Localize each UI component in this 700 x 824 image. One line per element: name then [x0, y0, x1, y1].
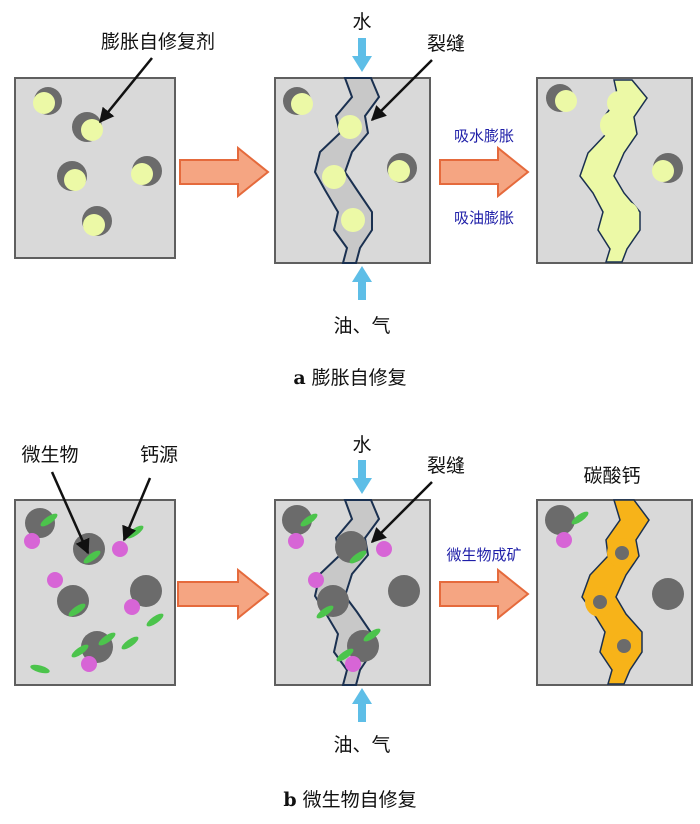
- caption-text: 微生物自修复: [297, 789, 417, 811]
- oil-gas-label: 油、气: [333, 734, 390, 756]
- panel-b: 微生物 钙源 水 裂缝 微生物成矿 碳酸钙 油、气 b 微生物自修复: [14, 434, 693, 811]
- calcium-source-label: 钙源: [140, 444, 178, 466]
- swelling-agent-particles: [283, 87, 417, 232]
- microbes: [300, 513, 381, 662]
- water-flow-arrow: [352, 38, 372, 72]
- block-b3: [536, 499, 693, 686]
- block-a1: [14, 77, 176, 259]
- calcium-sources: [24, 533, 140, 672]
- swollen-agent-particles: [546, 84, 683, 229]
- block-a2: [274, 77, 431, 264]
- block-a3: [536, 77, 693, 264]
- swelling-agent-particles: [33, 87, 162, 236]
- process-arrow-a1: [179, 145, 270, 199]
- caption-b: b 微生物自修复: [283, 789, 416, 811]
- process-arrow-b2: [439, 567, 530, 621]
- panel-a: 膨胀自修复剂 水 裂缝 吸水膨胀 吸油膨胀 油、气 a 膨胀自修复: [14, 11, 693, 389]
- calcium-sources: [288, 533, 392, 672]
- caption-text: 膨胀自修复: [306, 367, 407, 389]
- crack-label: 裂缝: [427, 455, 465, 477]
- crack-pointer-arrow: [370, 59, 433, 122]
- caption-a: a 膨胀自修复: [293, 367, 406, 389]
- water-label: 水: [352, 434, 371, 456]
- calcium-carbonate-nodules: [585, 538, 639, 661]
- microbe-label: 微生物: [21, 444, 78, 466]
- oil-swell-label: 吸油膨胀: [454, 209, 514, 227]
- oil-gas-flow-arrow: [352, 266, 372, 300]
- water-swell-label: 吸水膨胀: [454, 127, 514, 145]
- crack-label: 裂缝: [427, 33, 465, 55]
- process-arrow-a2: [439, 145, 530, 199]
- microbes: [30, 513, 164, 674]
- block-b2: [274, 499, 431, 686]
- agent-pointer-arrow: [99, 57, 153, 124]
- mineralization-label: 微生物成矿: [446, 546, 521, 564]
- oil-gas-label: 油、气: [333, 315, 390, 337]
- calcium-carbonate-label: 碳酸钙: [583, 465, 640, 487]
- water-flow-arrow: [352, 460, 372, 494]
- embedded-spores: [545, 505, 684, 653]
- water-label: 水: [352, 11, 371, 33]
- caption-letter: a: [293, 367, 305, 389]
- calcium-pointer-arrow: [122, 477, 152, 542]
- block-b1: [14, 499, 176, 686]
- microbe: [571, 511, 589, 525]
- calcium-source: [556, 532, 572, 548]
- microbe-pointer-arrow: [50, 471, 90, 555]
- swelling-agent-label: 膨胀自修复剂: [101, 31, 215, 53]
- crack-pointer-arrow: [370, 481, 433, 544]
- bacteria-spores: [282, 505, 420, 662]
- process-arrow-b1: [177, 567, 270, 621]
- oil-gas-flow-arrow: [352, 688, 372, 722]
- caption-letter: b: [283, 789, 296, 811]
